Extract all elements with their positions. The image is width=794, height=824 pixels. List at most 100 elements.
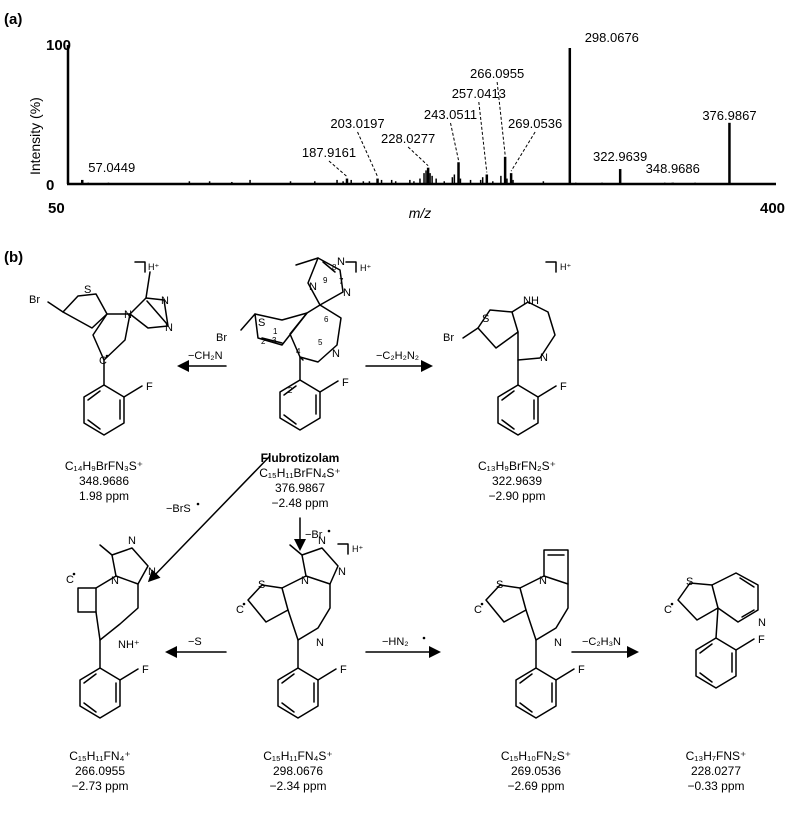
parent-br-label: Br: [216, 332, 227, 344]
radical-dot-228: [670, 602, 674, 606]
parent-n-label-2: N: [337, 256, 345, 268]
nhplus-label: NH⁺: [118, 639, 140, 651]
panel-b-label: (b): [4, 249, 23, 266]
f-label: F: [340, 664, 347, 676]
parent-n-label-4: N: [332, 348, 340, 360]
fragment-structure-348: [47, 271, 169, 436]
atom-number-2: 2: [261, 337, 266, 346]
y-max-tick-label: 100: [46, 37, 71, 54]
radical-dots: [72, 354, 674, 640]
methyl-bond: [295, 257, 319, 266]
c-radical-label: C: [66, 574, 74, 586]
parent-atom-labels: N N N S Br N F 9 8 7 1 2 3 4 5 6 2′ H⁺: [216, 256, 371, 395]
bracket-322: [545, 261, 557, 273]
fragment-298-ppm: −2.34 ppm: [269, 779, 326, 793]
s-label: S: [84, 284, 91, 296]
n-label: N: [539, 575, 547, 587]
f-label: F: [146, 381, 153, 393]
peak-label-266.0955: 266.0955: [470, 66, 524, 81]
radical-dot-269: [480, 602, 484, 606]
atom-number-9: 9: [323, 276, 328, 285]
c-radical-label: C: [474, 604, 482, 616]
fragment-322-ppm: −2.90 ppm: [488, 489, 545, 503]
fragment-269-ppm: −2.69 ppm: [507, 779, 564, 793]
peak-label-228.0277: 228.0277: [381, 131, 435, 146]
br-label: Br: [443, 332, 454, 344]
peak-leader-228.0277: [407, 146, 429, 167]
bracket-348: [134, 261, 146, 273]
radical-dot-298: [242, 602, 246, 606]
parent-s-label: S: [258, 317, 265, 329]
f-bond: [319, 380, 339, 393]
peak-labels-group: 57.0449187.9161203.0197228.0277243.05112…: [88, 30, 757, 177]
loss-labels: −CH₂N −C₂H₂N₂ −BrS −Br −S −HN₂ −C₂H₃N: [166, 350, 621, 648]
peak-label-376.9867: 376.9867: [702, 108, 756, 123]
fragment-348-mass: 348.9686: [79, 474, 129, 488]
radical-dot-348: [105, 354, 109, 358]
parent-mass: 376.9867: [275, 481, 325, 495]
parent-n-label-3: N: [343, 287, 351, 299]
fragment-269-mass: 269.0536: [511, 764, 561, 778]
peak-leader-257.0413: [478, 101, 488, 173]
parent-bracket: [345, 261, 357, 273]
fragment-structure-322: [462, 301, 557, 436]
fragment-228-mass: 228.0277: [691, 764, 741, 778]
fragment-266-labels: C N N N NH⁺ F: [66, 535, 156, 676]
peak-leader-187.9161: [328, 160, 348, 177]
parent-hplus: H⁺: [360, 263, 371, 273]
fragment-322-mass: 322.9639: [492, 474, 542, 488]
fragment-structure-269: [485, 549, 575, 719]
n-label-3: N: [165, 322, 173, 334]
atom-number-6: 6: [324, 315, 329, 324]
fragment-269-formula: C₁₅H₁₀FN₂S⁺: [501, 749, 571, 763]
parent-formula: C₁₅H₁₁BrFN₄S⁺: [259, 466, 341, 480]
s-label: S: [496, 579, 503, 591]
n-label-2: N: [318, 535, 326, 547]
nh-label: NH: [523, 295, 539, 307]
atom-number-8: 8: [332, 263, 337, 272]
atom-number-3: 3: [272, 336, 277, 345]
atom-number-1: 1: [273, 327, 278, 336]
fragment-structure-228: [677, 572, 759, 689]
mass-spectrum-panel: (a) 100 0 Intensity (%) 50 400 m/z 57.04…: [4, 11, 785, 221]
peak-label-203.0197: 203.0197: [330, 116, 384, 131]
n-label: N: [111, 575, 119, 587]
hplus-label: H⁺: [560, 262, 571, 272]
fragment-322-labels: Br S NH N F H⁺: [443, 262, 571, 393]
f-label: F: [142, 664, 149, 676]
n-label: N: [301, 575, 309, 587]
peak-label-257.0413: 257.0413: [452, 86, 506, 101]
radical-dot-hn2: [422, 636, 426, 640]
parent-structure-flubrotizolam: [240, 257, 344, 431]
loss-br: −Br: [305, 529, 323, 541]
fragment-266-mass: 266.0955: [75, 764, 125, 778]
br-label: Br: [29, 294, 40, 306]
c-radical-label: C: [236, 604, 244, 616]
bracket-298: [337, 543, 349, 555]
x-max-tick-label: 400: [760, 200, 785, 217]
atom-number-5: 5: [318, 338, 323, 347]
fragment-228-formula: C₁₃H₇FNS⁺: [686, 749, 747, 763]
s-label: S: [686, 576, 693, 588]
y-min-tick-label: 0: [46, 177, 54, 194]
fragment-348-caption: C₁₄H₉BrFN₃S⁺ 348.9686 1.98 ppm: [65, 459, 143, 503]
x-min-tick-label: 50: [48, 200, 65, 217]
y-axis-label: Intensity (%): [27, 97, 43, 175]
fragment-322-formula: C₁₃H₉BrFN₂S⁺: [478, 459, 556, 473]
peak-label-269.0536: 269.0536: [508, 116, 562, 131]
loss-c2h3n: −C₂H₃N: [582, 636, 621, 648]
fragment-298-mass: 298.0676: [273, 764, 323, 778]
atom-number-7: 7: [339, 277, 344, 286]
fragment-269-labels: S C N N F: [474, 575, 585, 676]
thiophene-ring: [62, 293, 108, 329]
atom-number-4: 4: [296, 347, 301, 356]
fragment-228-ppm: −0.33 ppm: [687, 779, 744, 793]
panel-a-label: (a): [4, 11, 22, 28]
fragment-structure-266: [77, 544, 149, 719]
labeled-peaks-group: [81, 48, 731, 184]
n-label-2: N: [128, 535, 136, 547]
fragment-266-caption: C₁₅H₁₁FN₄⁺ 266.0955 −2.73 ppm: [69, 749, 131, 793]
parent-name: Flubrotizolam: [261, 451, 340, 465]
fragment-322-caption: C₁₃H₉BrFN₂S⁺ 322.9639 −2.90 ppm: [478, 459, 556, 503]
radical-dot-br: [327, 529, 331, 533]
